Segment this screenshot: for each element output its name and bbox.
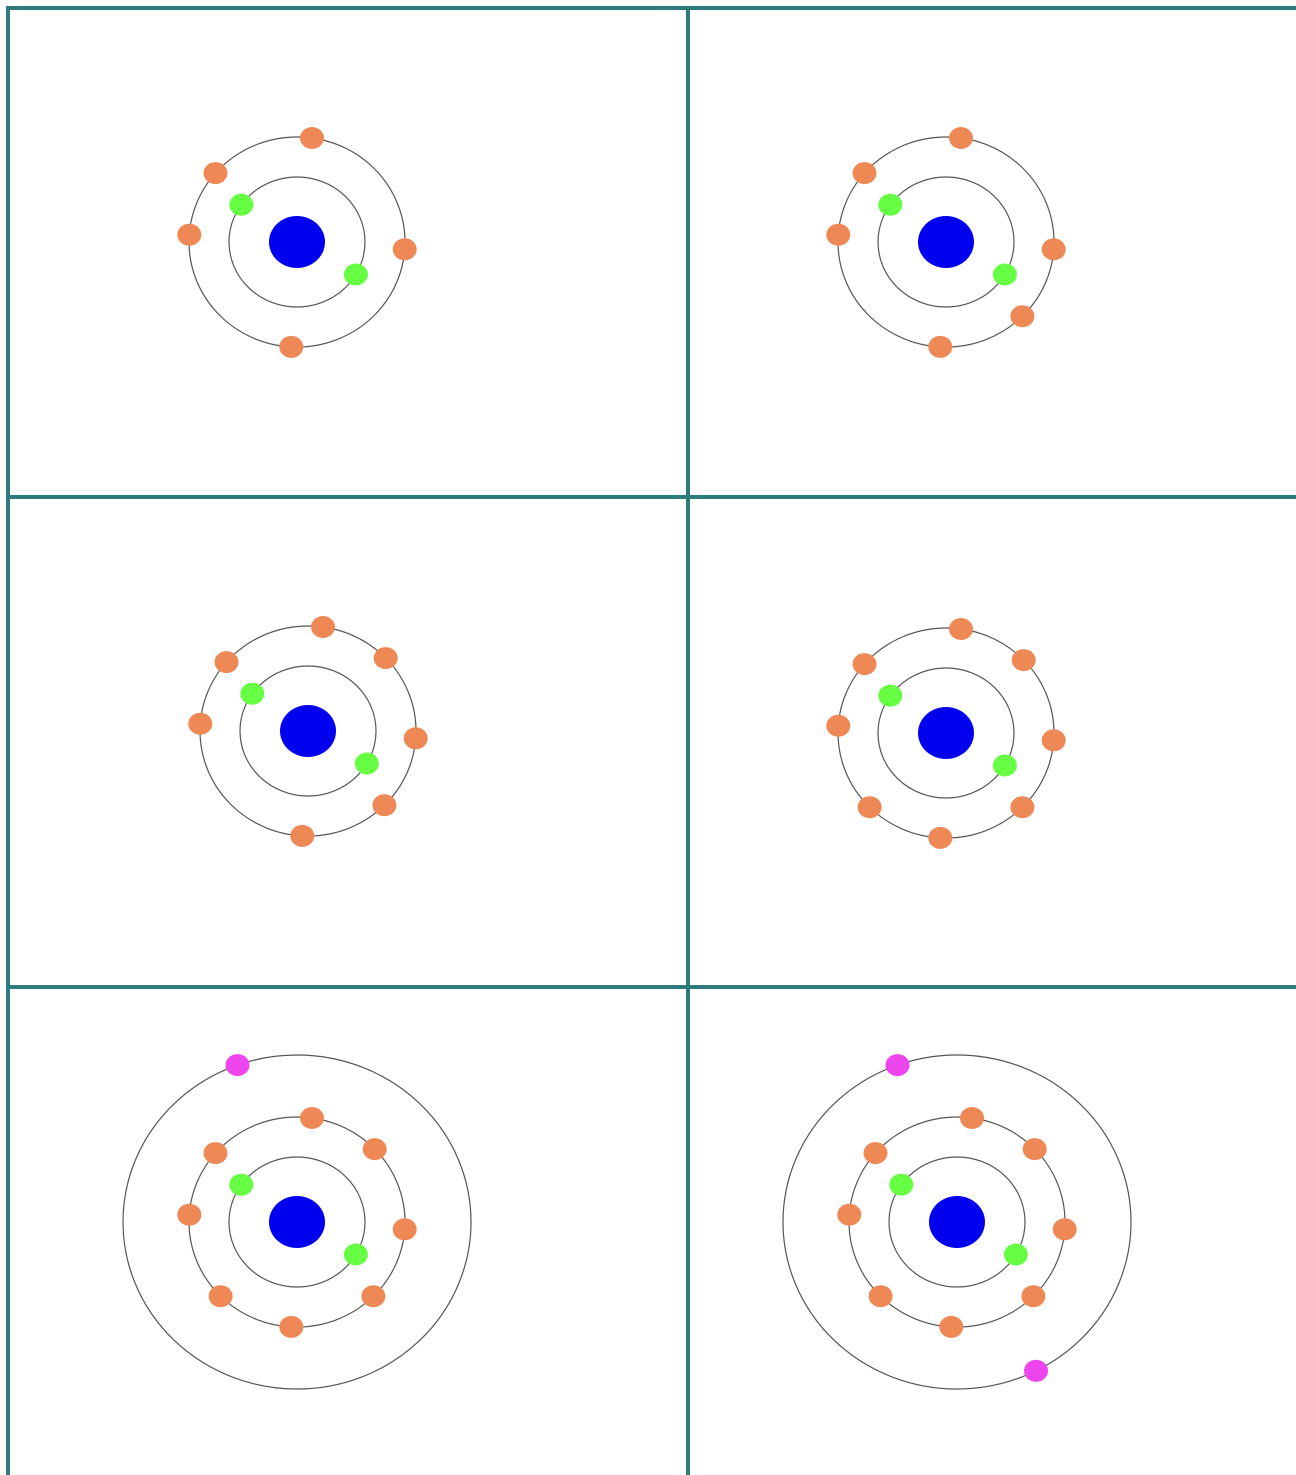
nucleus bbox=[929, 1196, 985, 1248]
shell2-electron bbox=[863, 1142, 888, 1165]
shell2-electron bbox=[857, 796, 882, 819]
shell2-electron bbox=[214, 651, 239, 674]
shell2-electron bbox=[1022, 1138, 1047, 1161]
shell1-electron bbox=[343, 263, 368, 286]
electron-orbit bbox=[228, 1156, 366, 1288]
shell1-electron bbox=[878, 684, 903, 707]
shell2-electron bbox=[203, 162, 228, 185]
electron-orbit bbox=[228, 176, 366, 308]
shell1-electron bbox=[229, 193, 254, 216]
electron-orbit bbox=[122, 1054, 472, 1390]
shell1-electron bbox=[240, 682, 265, 705]
atom-model bbox=[826, 127, 1066, 358]
nucleus bbox=[280, 705, 336, 757]
shell3-electron bbox=[885, 1054, 910, 1077]
atom-model bbox=[782, 1054, 1132, 1390]
electron-orbit bbox=[888, 1156, 1026, 1288]
shell1-electron bbox=[1003, 1243, 1028, 1266]
nucleus bbox=[269, 1196, 325, 1248]
shell2-electron bbox=[300, 1107, 324, 1129]
shell2-electron bbox=[852, 653, 877, 676]
shell2-electron bbox=[392, 238, 417, 261]
nucleus bbox=[269, 216, 325, 268]
nucleus bbox=[918, 707, 974, 759]
electron-orbit bbox=[239, 665, 377, 797]
shell2-electron bbox=[403, 727, 428, 750]
shell1-electron bbox=[889, 1173, 914, 1196]
shell2-electron bbox=[1041, 729, 1066, 752]
shell2-electron bbox=[852, 162, 877, 185]
shell1-electron bbox=[992, 754, 1017, 777]
shell2-electron bbox=[1041, 238, 1066, 261]
shell2-electron bbox=[826, 714, 851, 737]
shell1-electron bbox=[992, 263, 1017, 286]
shell2-electron bbox=[300, 127, 324, 149]
shell2-electron bbox=[188, 712, 213, 735]
shell2-electron bbox=[949, 618, 973, 640]
nucleus bbox=[918, 216, 974, 268]
shell2-electron bbox=[177, 223, 202, 246]
shell2-electron bbox=[279, 1315, 304, 1338]
atom-model bbox=[826, 618, 1066, 849]
atom-model bbox=[188, 616, 428, 847]
shell2-electron bbox=[1021, 1285, 1046, 1308]
shell2-electron bbox=[1011, 649, 1036, 672]
shell2-electron bbox=[868, 1285, 893, 1308]
shell2-electron bbox=[826, 223, 851, 246]
shell2-electron bbox=[372, 794, 397, 817]
shell1-electron bbox=[354, 752, 379, 775]
shell1-electron bbox=[343, 1243, 368, 1266]
shell2-electron bbox=[177, 1203, 202, 1226]
shell1-electron bbox=[229, 1173, 254, 1196]
shell1-electron bbox=[878, 193, 903, 216]
shell2-electron bbox=[311, 616, 335, 638]
atom-model bbox=[122, 1054, 472, 1390]
shell2-electron bbox=[928, 826, 953, 849]
atom-model bbox=[177, 127, 417, 358]
shell2-electron bbox=[203, 1142, 228, 1165]
shell2-electron bbox=[362, 1138, 387, 1161]
shell2-electron bbox=[1010, 796, 1035, 819]
shell2-electron bbox=[208, 1285, 233, 1308]
shell2-electron bbox=[837, 1203, 862, 1226]
shell2-electron bbox=[939, 1315, 964, 1338]
shell2-electron bbox=[1052, 1218, 1077, 1241]
shell3-electron bbox=[225, 1054, 250, 1077]
shell2-electron bbox=[1010, 305, 1035, 328]
electron-orbit bbox=[877, 667, 1015, 799]
shell2-electron bbox=[290, 824, 315, 847]
shell2-electron bbox=[279, 335, 304, 358]
grid-lines bbox=[6, 6, 1296, 1475]
shell2-electron bbox=[392, 1218, 417, 1241]
shell2-electron bbox=[373, 647, 398, 670]
electron-orbit bbox=[877, 176, 1015, 308]
shell3-electron bbox=[1024, 1359, 1048, 1382]
shell2-electron bbox=[361, 1285, 386, 1308]
shell2-electron bbox=[949, 127, 973, 149]
shell2-electron bbox=[960, 1107, 984, 1129]
shell2-electron bbox=[928, 335, 953, 358]
electron-orbit bbox=[782, 1054, 1132, 1390]
